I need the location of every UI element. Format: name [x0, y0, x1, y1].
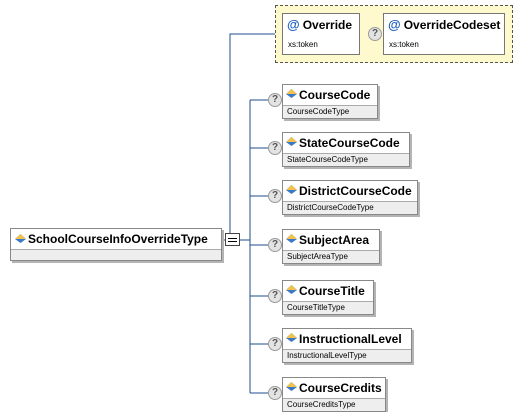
element-type: DistrictCourseCodeType — [287, 203, 374, 212]
optional-icon: ? — [268, 93, 282, 107]
element-subject-area[interactable]: SubjectArea SubjectAreaType — [282, 229, 380, 264]
sequence-compositor-icon[interactable] — [225, 233, 240, 246]
element-type-icon — [15, 234, 26, 243]
element-name: CourseCredits — [299, 381, 382, 395]
element-name: InstructionalLevel — [299, 332, 402, 346]
element-name: StateCourseCode — [299, 136, 400, 150]
attribute-type: xs:token — [389, 40, 419, 49]
element-icon — [286, 382, 297, 391]
element-course-code[interactable]: CourseCode CourseCodeType — [282, 84, 378, 119]
root-type-name: SchoolCourseInfoOverrideType — [28, 232, 208, 246]
element-type: CourseTitleType — [287, 303, 345, 312]
element-course-credits[interactable]: CourseCredits CourseCreditsType — [282, 377, 386, 412]
optional-icon: ? — [268, 238, 282, 252]
attribute-icon: @ — [388, 17, 401, 32]
element-district-course-code[interactable]: DistrictCourseCode DistrictCourseCodeTyp… — [282, 180, 418, 215]
optional-icon: ? — [268, 189, 282, 203]
attribute-name: OverrideCodeset — [403, 18, 501, 32]
element-name: CourseCode — [299, 88, 371, 102]
element-course-title[interactable]: CourseTitle CourseTitleType — [282, 280, 374, 315]
element-icon — [286, 333, 297, 342]
optional-icon: ? — [268, 141, 282, 155]
element-state-course-code[interactable]: StateCourseCode StateCourseCodeType — [282, 132, 410, 167]
attribute-group: @Override xs:token ? @OverrideCodeset xs… — [275, 5, 513, 63]
element-icon — [286, 137, 297, 146]
optional-icon: ? — [268, 337, 282, 351]
element-type: CourseCreditsType — [287, 400, 356, 409]
element-icon — [286, 234, 297, 243]
optional-icon: ? — [368, 27, 382, 41]
element-name: SubjectArea — [299, 233, 370, 247]
element-instructional-level[interactable]: InstructionalLevel InstructionalLevelTyp… — [282, 328, 412, 363]
element-type: InstructionalLevelType — [287, 351, 367, 360]
element-icon — [286, 185, 297, 194]
element-type: SubjectAreaType — [287, 252, 348, 261]
optional-icon: ? — [268, 386, 282, 400]
attribute-type: xs:token — [288, 40, 318, 49]
element-name: CourseTitle — [299, 284, 365, 298]
element-icon — [286, 89, 297, 98]
attribute-override[interactable]: @Override xs:token — [282, 13, 360, 55]
attribute-name: Override — [302, 18, 353, 32]
attribute-icon: @ — [287, 17, 300, 32]
element-type: CourseCodeType — [287, 107, 350, 116]
element-name: DistrictCourseCode — [299, 184, 412, 198]
element-icon — [286, 285, 297, 294]
optional-icon: ? — [268, 289, 282, 303]
root-type-box[interactable]: SchoolCourseInfoOverrideType — [10, 228, 222, 261]
attribute-override-codeset[interactable]: @OverrideCodeset xs:token — [383, 13, 505, 55]
element-type: StateCourseCodeType — [287, 155, 368, 164]
